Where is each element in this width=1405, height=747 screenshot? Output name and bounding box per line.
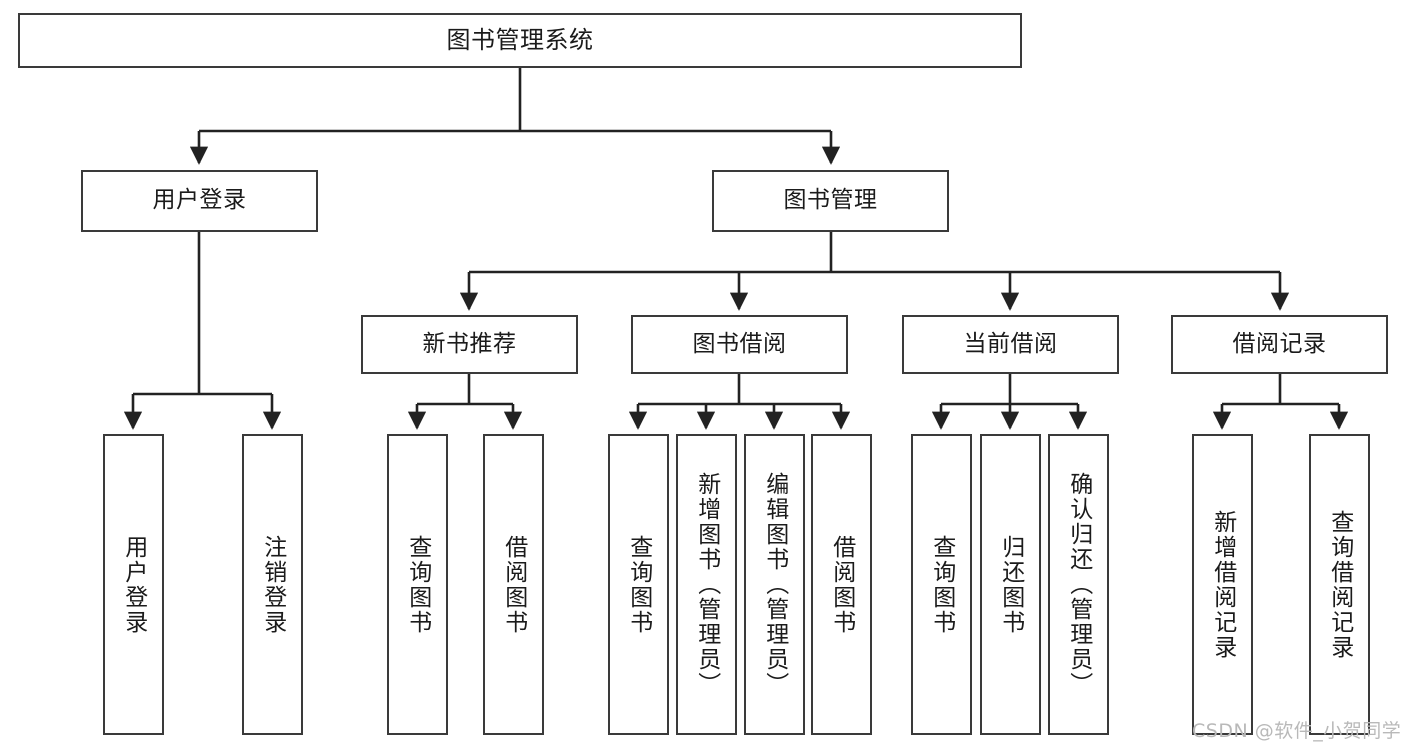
node-leaf-add-book[interactable]: 新增图书（管理员）: [676, 434, 737, 735]
node-leaf-user-logout-label: 注销登录: [259, 534, 286, 635]
node-book-manage-label: 图书管理: [783, 187, 878, 214]
node-leaf-user-login[interactable]: 用户登录: [103, 434, 164, 735]
node-root-label: 图书管理系统: [446, 26, 594, 55]
node-leaf-confirm-return-label: 确认归还（管理员）: [1065, 472, 1092, 697]
node-borrow-record-label: 借阅记录: [1232, 330, 1327, 357]
node-user-login[interactable]: 用户登录: [81, 170, 318, 232]
node-leaf-user-logout[interactable]: 注销登录: [242, 434, 303, 735]
node-leaf-query-book-1[interactable]: 查询图书: [387, 434, 448, 735]
node-leaf-query-book-2-label: 查询图书: [625, 534, 652, 635]
node-leaf-add-book-label: 新增图书（管理员）: [693, 472, 720, 697]
node-user-login-label: 用户登录: [152, 187, 247, 214]
node-leaf-return-book-label: 归还图书: [997, 534, 1024, 635]
node-new-book-recommend[interactable]: 新书推荐: [361, 315, 578, 374]
node-leaf-query-book-1-label: 查询图书: [404, 534, 431, 635]
node-new-book-recommend-label: 新书推荐: [422, 330, 517, 357]
node-leaf-add-record[interactable]: 新增借阅记录: [1192, 434, 1253, 735]
node-leaf-borrow-book-1[interactable]: 借阅图书: [483, 434, 544, 735]
node-book-manage[interactable]: 图书管理: [712, 170, 949, 232]
node-leaf-query-book-3-label: 查询图书: [928, 534, 955, 635]
node-leaf-borrow-book-1-label: 借阅图书: [500, 534, 527, 635]
node-leaf-user-login-label: 用户登录: [120, 534, 147, 635]
node-leaf-query-book-3[interactable]: 查询图书: [911, 434, 972, 735]
node-leaf-edit-book-label: 编辑图书（管理员）: [761, 472, 788, 697]
node-current-borrow[interactable]: 当前借阅: [902, 315, 1119, 374]
node-leaf-confirm-return[interactable]: 确认归还（管理员）: [1048, 434, 1109, 735]
watermark-text: CSDN @软件_小贺同学: [1192, 720, 1402, 742]
node-book-borrow-label: 图书借阅: [692, 330, 787, 357]
node-leaf-query-record[interactable]: 查询借阅记录: [1309, 434, 1370, 735]
node-root[interactable]: 图书管理系统: [18, 13, 1022, 68]
node-leaf-return-book[interactable]: 归还图书: [980, 434, 1041, 735]
node-leaf-borrow-book-2[interactable]: 借阅图书: [811, 434, 872, 735]
node-leaf-query-record-label: 查询借阅记录: [1326, 509, 1353, 660]
node-leaf-query-book-2[interactable]: 查询图书: [608, 434, 669, 735]
node-leaf-add-record-label: 新增借阅记录: [1209, 509, 1236, 660]
node-leaf-borrow-book-2-label: 借阅图书: [828, 534, 855, 635]
node-borrow-record[interactable]: 借阅记录: [1171, 315, 1388, 374]
node-leaf-edit-book[interactable]: 编辑图书（管理员）: [744, 434, 805, 735]
node-current-borrow-label: 当前借阅: [963, 330, 1058, 357]
node-book-borrow[interactable]: 图书借阅: [631, 315, 848, 374]
